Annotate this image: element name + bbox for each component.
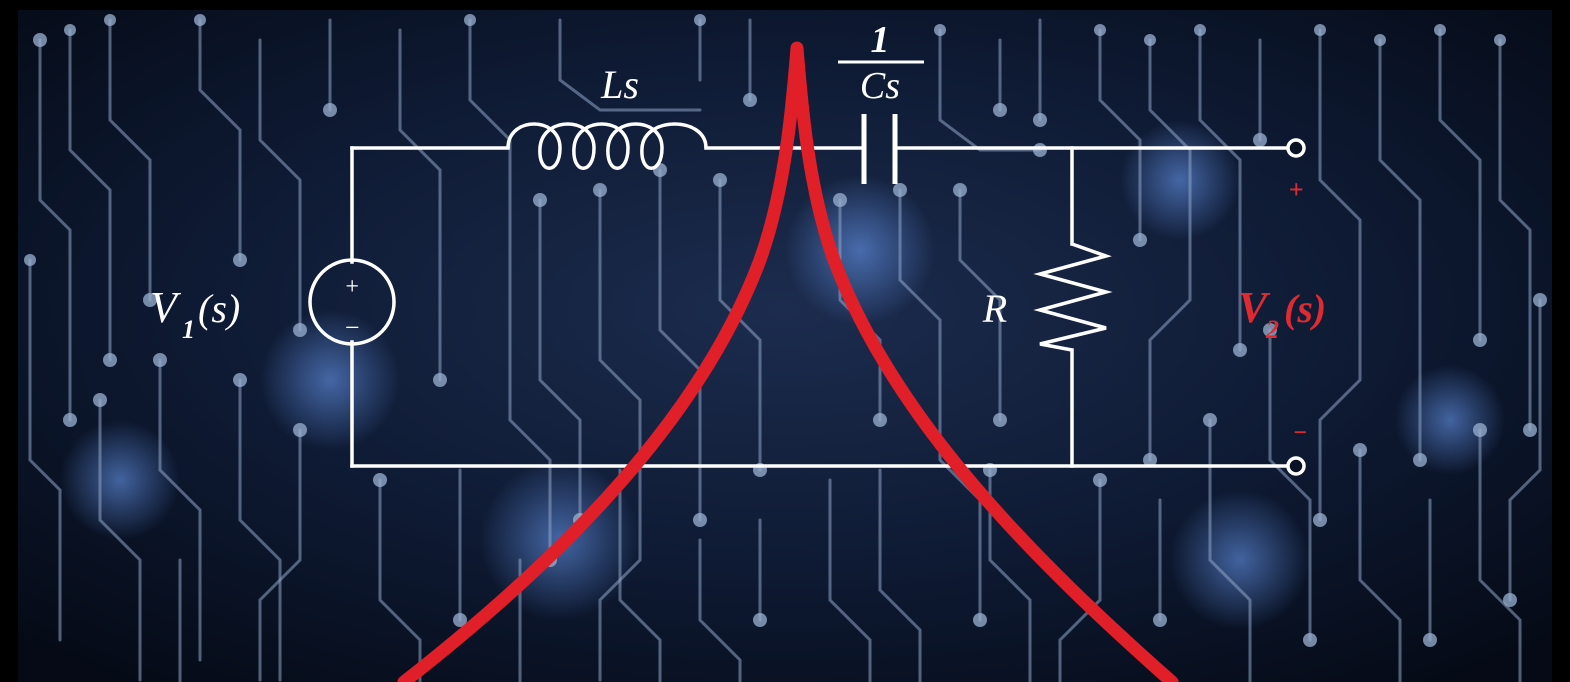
output-label-main: V bbox=[1238, 283, 1271, 332]
capacitor-label-numerator: 1 bbox=[871, 19, 890, 61]
output-label-argument: (s) bbox=[1284, 286, 1326, 331]
inductor-label: Ls bbox=[600, 62, 639, 107]
output-label: + V 2 (s) − bbox=[1238, 175, 1326, 446]
circuit-board-pads bbox=[24, 14, 1547, 647]
resistor-label: R bbox=[982, 286, 1007, 331]
output-minus-sign: − bbox=[1293, 420, 1308, 446]
source-label: V 1 (s) bbox=[150, 283, 240, 344]
capacitor-label-denominator: Cs bbox=[860, 65, 900, 107]
source-plus-sign: + bbox=[344, 274, 360, 300]
output-plus-sign: + bbox=[1289, 175, 1304, 204]
terminal-icon bbox=[1286, 456, 1306, 476]
terminal-icon bbox=[1286, 138, 1306, 158]
circuit-board-traces bbox=[28, 18, 1542, 682]
resistor-icon bbox=[1033, 242, 1113, 352]
source-minus-sign: − bbox=[343, 313, 361, 342]
top-border bbox=[0, 0, 1570, 10]
source-label-subscript: 1 bbox=[182, 315, 195, 344]
source-label-main: V bbox=[150, 283, 182, 332]
inductor-icon bbox=[506, 122, 708, 170]
source-label-argument: (s) bbox=[198, 286, 240, 331]
capacitor-icon bbox=[861, 114, 898, 184]
output-label-subscript: 2 bbox=[1265, 315, 1279, 344]
resonance-curve-icon bbox=[397, 41, 1179, 682]
voltage-source-icon: + − bbox=[308, 258, 396, 346]
